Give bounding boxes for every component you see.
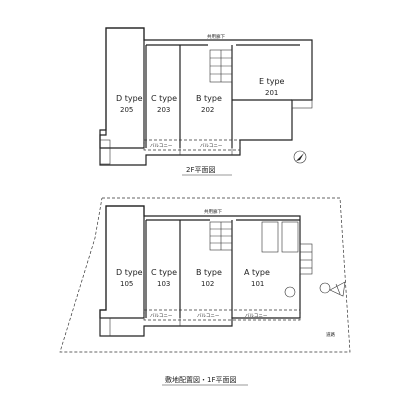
floor2-corridor-label: 共用廊下 [207, 33, 225, 40]
floor2-caption: 2F平面図 [186, 166, 215, 174]
floor1-unit-c-type: C type [151, 268, 177, 277]
floor1-caption: 敷地配置図・1F平面図 [165, 375, 236, 384]
floor2-outline [99, 27, 313, 166]
floor2-unit-d-number: 205 [120, 106, 133, 114]
floor2-compass [293, 150, 307, 164]
floor2-unit-c-number: 203 [157, 106, 170, 114]
floor1-unit-d-type: D type [116, 268, 143, 277]
floor1-unit-a-type: A type [244, 268, 270, 277]
floor1-unit-b-type: B type [196, 268, 222, 277]
floor2-unit-e-type: E type [259, 77, 285, 86]
floor1-unit-d [99, 205, 145, 319]
floor1-unit-a-number: 101 [251, 280, 264, 288]
floor1-unit-c-number: 103 [157, 280, 170, 288]
floor1-balcony-label-3: バルコニー [245, 313, 268, 319]
floor1-balcony-label-2: バルコニー [197, 313, 220, 319]
site-boundary [59, 197, 351, 353]
floor2-balcony-strip [143, 139, 241, 151]
floor1-balcony-label-1: バルコニー [150, 313, 173, 319]
floor2-unit-b-number: 202 [201, 106, 214, 114]
road-label: 道路 [326, 331, 335, 338]
floor1-unit-d-number: 105 [120, 280, 133, 288]
floor1-plan [59, 197, 351, 353]
floor1-balcony-strip [143, 309, 301, 321]
floor1-corridor-label: 共用廊下 [204, 208, 222, 215]
floor2-balcony-label-1: バルコニー [150, 143, 173, 149]
floor2-balcony-label-2: バルコニー [200, 143, 223, 149]
floor2-plan [99, 27, 313, 166]
floor2-unit-b-type: B type [196, 94, 222, 103]
floor2-unit-d-type: D type [116, 94, 143, 103]
floor2-unit-e-number: 201 [265, 89, 278, 97]
floor2-unit-d [99, 27, 145, 149]
floor1-compass [329, 281, 346, 297]
floor1-unit-b-number: 102 [201, 280, 214, 288]
floor2-unit-c-type: C type [151, 94, 177, 103]
